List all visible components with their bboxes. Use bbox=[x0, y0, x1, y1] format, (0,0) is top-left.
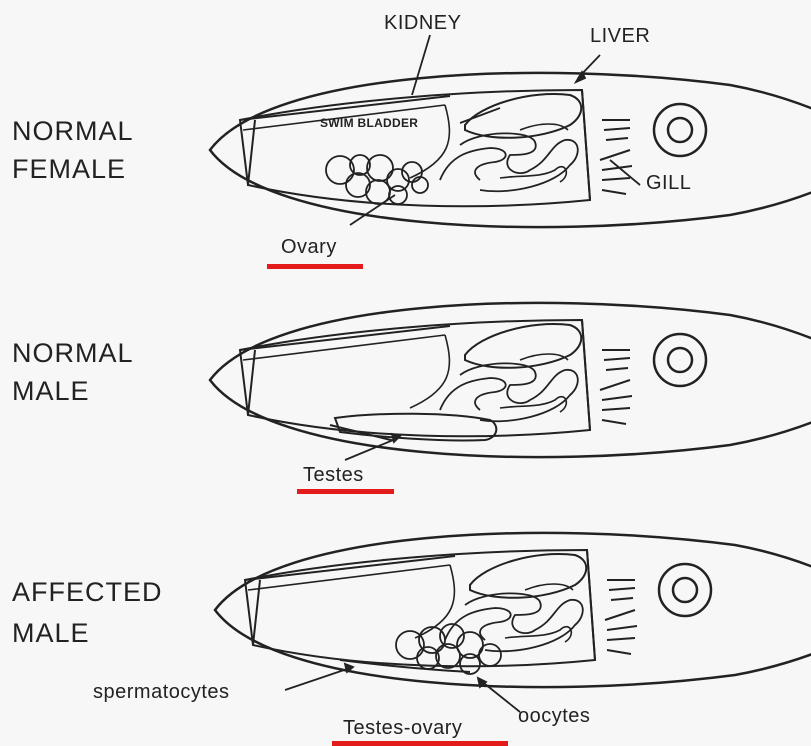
fish-female-outline bbox=[210, 73, 811, 227]
fish-affected-outline bbox=[215, 533, 811, 687]
male-title-line2: MALE bbox=[12, 378, 90, 405]
affected-pointers bbox=[285, 664, 520, 712]
male-title-line1: NORMAL bbox=[12, 340, 134, 367]
oocytes-label: oocytes bbox=[518, 706, 590, 726]
testes-ovary-underline bbox=[332, 741, 508, 746]
ovary-label: Ovary bbox=[281, 237, 337, 257]
female-title-line2: FEMALE bbox=[12, 156, 126, 183]
female-pointers bbox=[350, 35, 640, 225]
affected-title-line2: MALE bbox=[12, 620, 90, 647]
affected-title-line1: AFFECTED bbox=[12, 579, 163, 606]
testes-underline bbox=[297, 489, 394, 494]
gill-label: GILL bbox=[646, 173, 691, 193]
testes-ovary-label: Testes-ovary bbox=[343, 718, 462, 738]
ovary-underline bbox=[267, 264, 363, 269]
fish-male-outline bbox=[210, 303, 811, 457]
ovary-eggs bbox=[326, 155, 428, 204]
kidney-label: KIDNEY bbox=[384, 13, 461, 33]
swim-bladder-label: SWIM BLADDER bbox=[320, 117, 418, 129]
spermatocytes-label: spermatocytes bbox=[93, 682, 230, 702]
testes-label: Testes bbox=[303, 465, 364, 485]
liver-label: LIVER bbox=[590, 26, 650, 46]
female-title-line1: NORMAL bbox=[12, 118, 134, 145]
